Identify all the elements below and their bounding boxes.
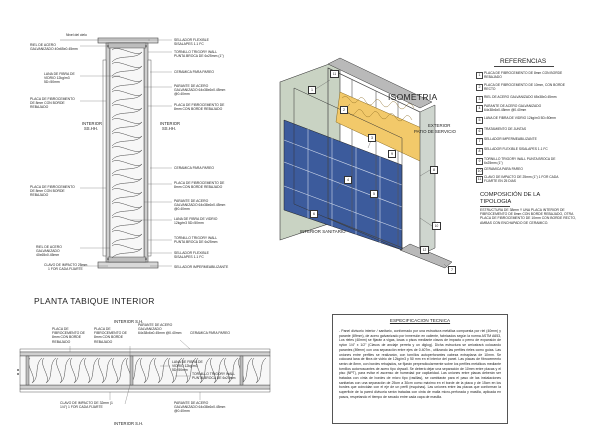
insulation-loop xyxy=(182,357,197,384)
specification-text: - Panel divisorio interior / sanitario, … xyxy=(339,329,501,399)
section-label-insulation: LANA DE FIBRA DE VIDRIO 12kg/m3 5D=50mm xyxy=(44,72,75,85)
insulation-loop xyxy=(111,188,143,203)
insulation-loop xyxy=(111,48,143,63)
insulation-loop xyxy=(111,118,143,133)
insulation-loop xyxy=(111,174,143,189)
iso-marker-12: 12 xyxy=(420,246,429,254)
iso-marker-3: 3 xyxy=(368,134,376,142)
section-r-insulation: LANA DE FIBRA DE VIDRIO 12kg/m3 5D=50mm xyxy=(174,217,218,226)
insulation-loop xyxy=(196,357,211,384)
iso-marker-9: 9 xyxy=(388,150,396,158)
insulation-loop xyxy=(70,357,85,384)
section-r-board-bottom: PLACA DE FIBROCEMENTO DE 8mm CON BORDE R… xyxy=(174,181,225,190)
isometric-interior-label: INTERIOR SANITARIO xyxy=(300,229,346,234)
section-room-label-right: INTERIOR xyxy=(160,121,181,126)
section-r-board-top: PLACA DE FIBROCEMENTO DE 8mm CON BORDE R… xyxy=(174,103,225,112)
iso-marker-2: 2 xyxy=(340,106,348,114)
insulation-loop xyxy=(111,146,143,161)
references-title-underline xyxy=(494,66,554,67)
insulation-loop xyxy=(112,357,127,384)
composition-text: ESTRUCTURA DE 38mm Y UNA PLACA INTERIOR … xyxy=(480,208,576,225)
insulation-loop xyxy=(42,357,57,384)
section-r-sealant-bottom: SELLADOR FLEXIBLE xyxy=(174,251,209,255)
plan-label-screw: TORNILLO TRIGORY WALL PUNTA BROCA DE 6x2… xyxy=(192,372,236,381)
insulation-loop xyxy=(111,104,143,119)
insulation-loop xyxy=(111,244,143,259)
iso-marker-1: 1 xyxy=(308,86,316,94)
section-r-sealant-spec: SISALAPES 1.1 FC xyxy=(174,42,204,46)
plan-label-insulation: LANA DE FIBRA DE VIDRIO 12kg/m3 5D=50mm xyxy=(172,360,203,373)
references-title: REFERENCIAS xyxy=(500,58,547,65)
section-r-screw-top: TORNILLO TRIGORY WALL PUNTA BROCA DE 6x2… xyxy=(174,50,224,59)
section-r-screw-bottom: TORNILLO TRIGORY WALL PUNTA BROCA DE 6x2… xyxy=(174,236,218,245)
iso-marker-11: 11 xyxy=(330,70,339,78)
isometric-title: ISOMETRIA xyxy=(388,92,438,102)
composition-underline xyxy=(480,206,510,207)
section-r-ceramic-top: CERAMICA PARA PAREO xyxy=(174,70,215,74)
insulation-loop xyxy=(98,357,113,384)
section-room-sub-left: SS.HH. xyxy=(84,126,98,131)
section-label-nail: CLAVO DE IMPACTO 25mm xyxy=(44,263,88,267)
section-label-nail-sub: 1 FOR CADA FIJARTE xyxy=(48,267,83,271)
ceiling-level-label: Nivel del cielo xyxy=(66,33,87,37)
section-r-sealant-top: SELLADOR FLEXIBLE xyxy=(174,38,209,42)
section-label-track-bottom: RIEL DE ACERO GALVANIZADO 40x65x0.45mm xyxy=(36,245,62,258)
plan-label-ceramic: CERAMICA PARA PAREO xyxy=(190,331,231,335)
iso-marker-7: 7 xyxy=(448,266,456,274)
iso-marker-4: 4 xyxy=(344,176,352,184)
section-r-waterproof-sealant: SELLADOR IMPERMEABILIZANTE xyxy=(174,265,229,269)
specification-box: ESPECIFICACION TECNICA - Panel divisorio… xyxy=(332,314,508,424)
section-label-track-top: RIEL DE ACERO GALVANIZADO 40x65x0.45mm xyxy=(30,43,78,52)
section-r-stud-top: PARANTE DE ACERO GALVANIZADO 64x38x6x0.4… xyxy=(174,84,226,97)
insulation-loop xyxy=(111,230,143,245)
plan-view-title: PLANTA TABIQUE INTERIOR xyxy=(34,296,155,306)
iso-marker-10: 10 xyxy=(432,222,441,230)
isometric-exterior-label: EXTERIOR xyxy=(428,123,451,128)
section-room-sub-right: SS.HH. xyxy=(162,126,176,131)
insulation-loop xyxy=(84,357,99,384)
section-label-board-top: PLACA DE FIBROCEMENTO DE 8mm CON BORDE R… xyxy=(30,97,75,110)
section-r-stud-bottom: PARANTE DE ACERO GALVANIZADO 64x38x6x0.4… xyxy=(174,199,226,212)
section-r-sealant-bottom-spec: SISALAPES 1.1 FC xyxy=(174,255,204,259)
wall-section-view: Nivel del cielo RIEL DE ACERO GALVANIZAD… xyxy=(0,0,300,280)
insulation-loop xyxy=(111,132,143,147)
plan-label-stud-top: PARANTE DE ACERO GALVANIZADO 64x38x6x0.4… xyxy=(138,323,182,336)
insulation-loop xyxy=(111,160,143,175)
insulation-loop xyxy=(111,62,143,77)
iso-marker-8: 8 xyxy=(430,166,438,174)
isometric-exterior-sub: PATIO DE SERVICIO xyxy=(414,129,456,134)
plan-label-board-a: PLACA DE FIBROCEMENTO DE 8mm CON BORDE R… xyxy=(52,327,85,344)
insulation-loop xyxy=(168,357,183,384)
plan-label-nail: CLAVO DE IMPACTO DE 32mm (1 1/4") 1 FOR … xyxy=(60,401,113,410)
plan-room-top: INTERIOR S.H. xyxy=(114,319,144,324)
isometric-view: 1 2 3 4 5 6 7 8 9 10 11 12 xyxy=(270,50,470,280)
isometric-drawing xyxy=(279,57,453,271)
section-room-label-left: INTERIOR xyxy=(82,121,103,126)
insulation-loop xyxy=(111,202,143,217)
composition-title: COMPOSICIÓN DE LA xyxy=(480,192,541,198)
plan-view: INTERIOR S.H. INTERIOR S.H. PLACA DE FIB… xyxy=(0,312,300,431)
plan-room-bottom: INTERIOR S.H. xyxy=(114,421,144,426)
insulation-loop xyxy=(111,90,143,105)
insulation-loop xyxy=(224,357,239,384)
plan-label-stud-bottom: PARANTE DE ACERO GALVANIZADO 64x38x6x0.4… xyxy=(174,401,226,414)
section-label-board-bottom: PLACA DE FIBROCEMENTO DE 8mm CON BORDE R… xyxy=(30,185,75,198)
insulation-loop xyxy=(154,357,169,384)
insulation-loop xyxy=(56,357,71,384)
section-r-ceramic-bottom: CERAMICA PARA PAREO xyxy=(174,166,215,170)
iso-marker-6: 6 xyxy=(310,210,318,218)
insulation-loop xyxy=(210,357,225,384)
wall-section-drawing xyxy=(60,37,172,269)
composition-subtitle: TIPOLOGIA xyxy=(480,199,512,205)
plan-label-board-b: PLACA DE FIBROCEMENTO DE 8mm CON BORDE R… xyxy=(94,327,127,344)
insulation-loop xyxy=(252,357,267,384)
iso-marker-5: 5 xyxy=(370,190,378,198)
specification-title: ESPECIFICACION TECNICA xyxy=(389,318,451,323)
plan-view-drawing xyxy=(17,339,271,405)
insulation-loop xyxy=(111,76,143,91)
insulation-loop xyxy=(140,357,155,384)
